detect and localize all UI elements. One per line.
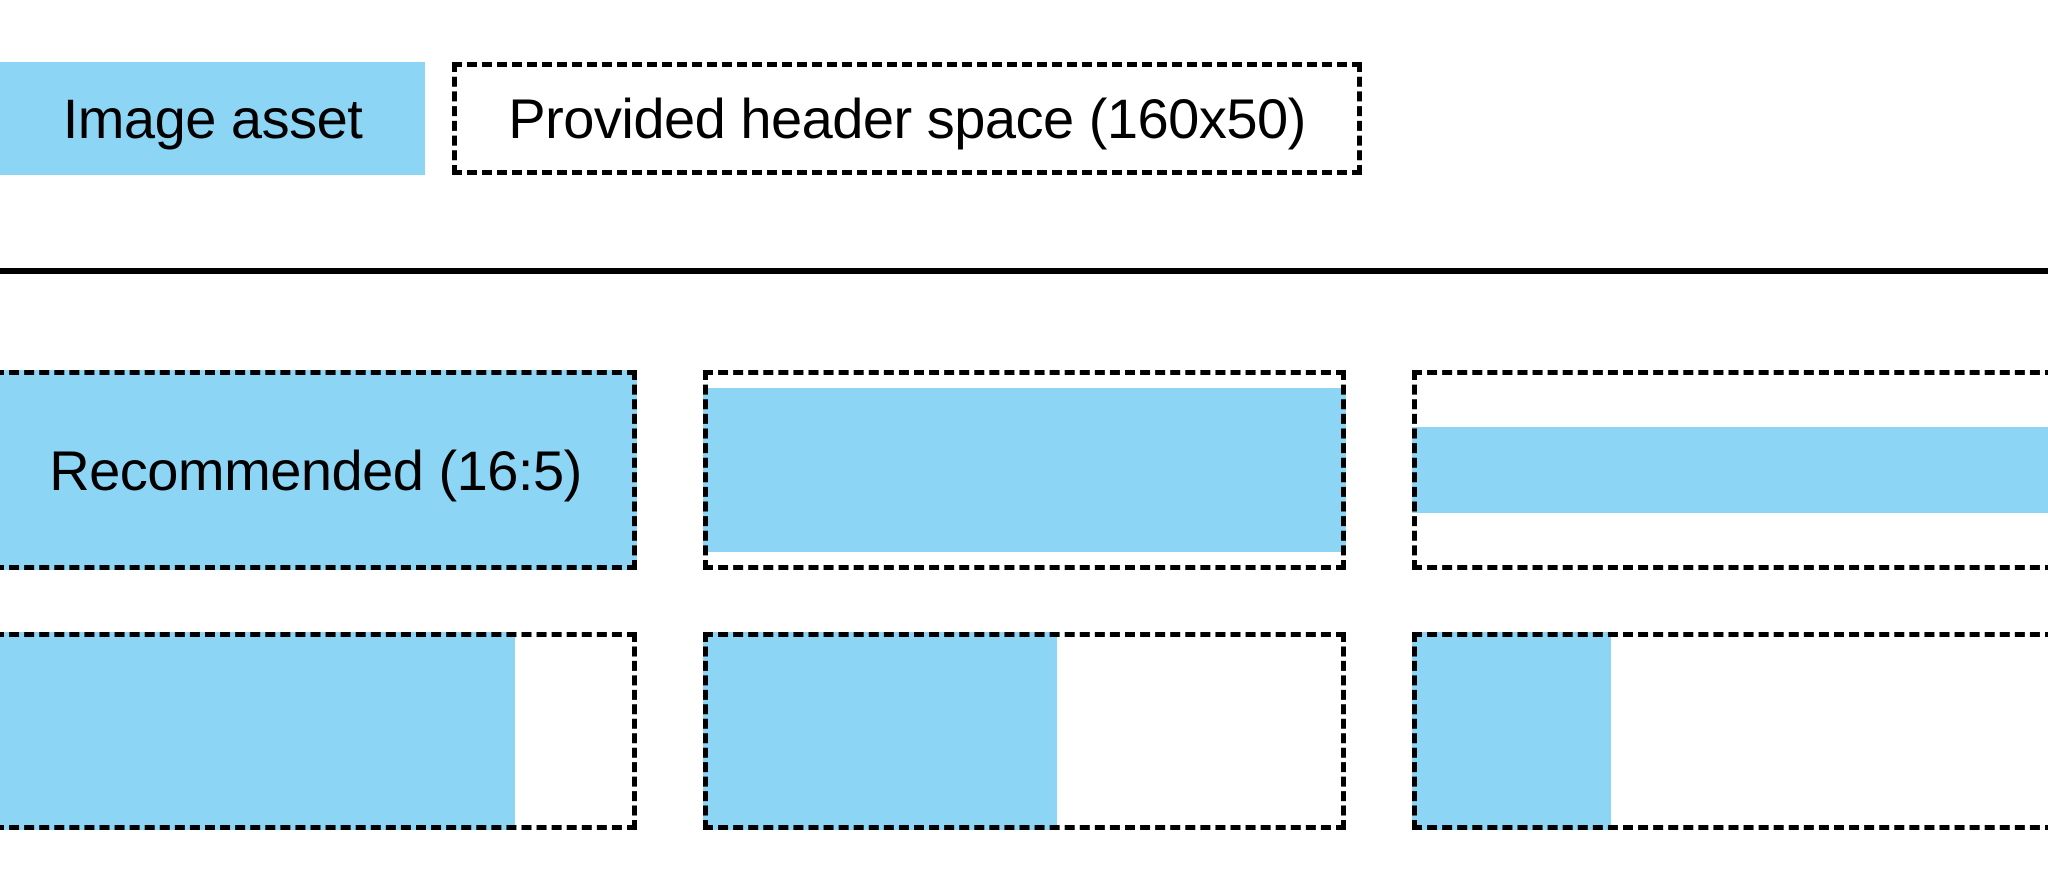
example-wide-asset-thin <box>1412 370 2048 570</box>
image-asset-swatch: Image asset <box>0 62 425 175</box>
header-space-dashed-border <box>0 370 637 570</box>
asset-fill <box>1412 427 2048 513</box>
image-asset-label: Image asset <box>62 87 363 150</box>
section-divider <box>0 268 2048 274</box>
header-space-dashed-border <box>1412 370 2048 570</box>
asset-fill <box>0 370 637 570</box>
header-space-dashed-border <box>703 632 1346 830</box>
asset-fill <box>0 632 515 830</box>
example-recommended-16x5: Recommended (16:5) <box>0 370 637 570</box>
provided-header-space-label: Provided header space (160x50) <box>508 87 1306 150</box>
provided-header-space-box: Provided header space (160x50) <box>452 62 1362 175</box>
example-narrow-asset-wide <box>0 632 637 830</box>
asset-fill <box>703 388 1346 552</box>
asset-fill <box>703 632 1057 830</box>
header-space-dashed-border <box>0 632 637 830</box>
header-space-dashed-border <box>1412 632 2048 830</box>
asset-fill <box>1412 632 1612 830</box>
example-narrow-asset-thin <box>1412 632 2048 830</box>
header-space-dashed-border <box>703 370 1346 570</box>
example-narrow-asset-medium <box>703 632 1346 830</box>
example-wide-asset-medium <box>703 370 1346 570</box>
